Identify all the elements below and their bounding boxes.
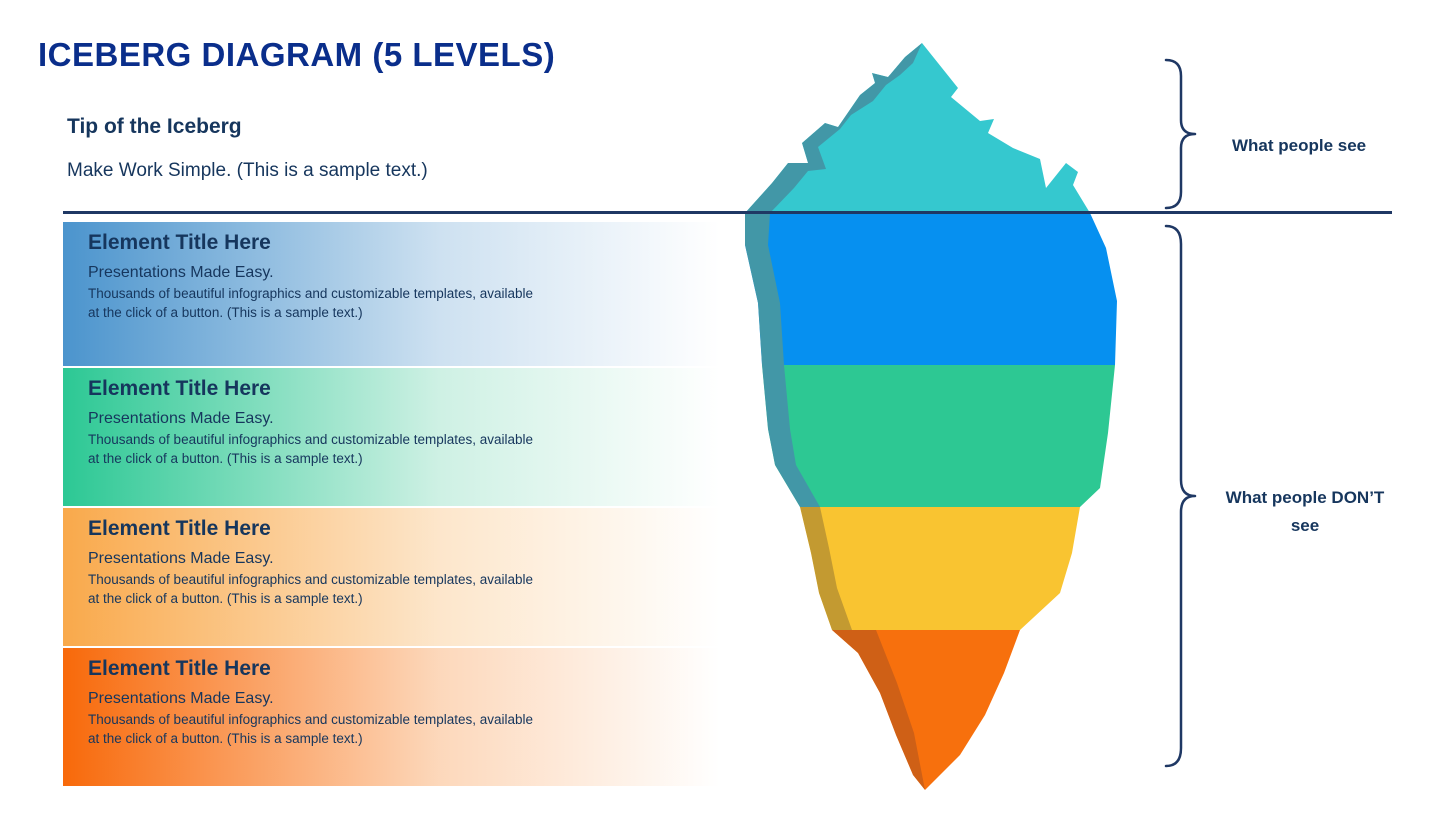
level-subtitle: Presentations Made Easy. [88,550,274,567]
iceberg-level-4 [745,630,1117,790]
iceberg-level-3 [745,507,1117,630]
level-title: Element Title Here [88,377,271,400]
level-body: Thousands of beautiful infographics and … [88,712,534,746]
page-title: ICEBERG DIAGRAM (5 LEVELS) [38,36,556,73]
iceberg-level-1 [745,213,1117,365]
label-what-people-see: What people see [1232,136,1367,155]
iceberg-edge-olive [800,507,852,630]
iceberg-level-2 [745,365,1117,507]
level-subtitle: Presentations Made Easy. [88,410,274,427]
tip-text: Make Work Simple. (This is a sample text… [67,160,428,181]
level-card-3: Element Title Here Presentations Made Ea… [63,508,747,646]
brace-below-water [1164,224,1197,768]
level-card-2: Element Title Here Presentations Made Ea… [63,368,747,506]
level-title: Element Title Here [88,657,271,680]
level-body: Thousands of beautiful infographics and … [88,286,534,320]
level-card-4: Element Title Here Presentations Made Ea… [63,648,747,786]
label-what-people-dont-see: What people DON’T see [1225,488,1385,536]
level-title: Element Title Here [88,231,271,254]
iceberg-graphic [745,43,1117,790]
level-body: Thousands of beautiful infographics and … [88,572,534,606]
level-body: Thousands of beautiful infographics and … [88,432,534,466]
level-subtitle: Presentations Made Easy. [88,690,274,707]
brace-above-water [1164,58,1197,210]
tip-title: Tip of the Iceberg [67,115,242,138]
waterline-divider [63,211,1392,214]
level-title: Element Title Here [88,517,271,540]
level-subtitle: Presentations Made Easy. [88,264,274,281]
level-card-1: Element Title Here Presentations Made Ea… [63,222,747,366]
iceberg-edge-orange [832,630,925,790]
